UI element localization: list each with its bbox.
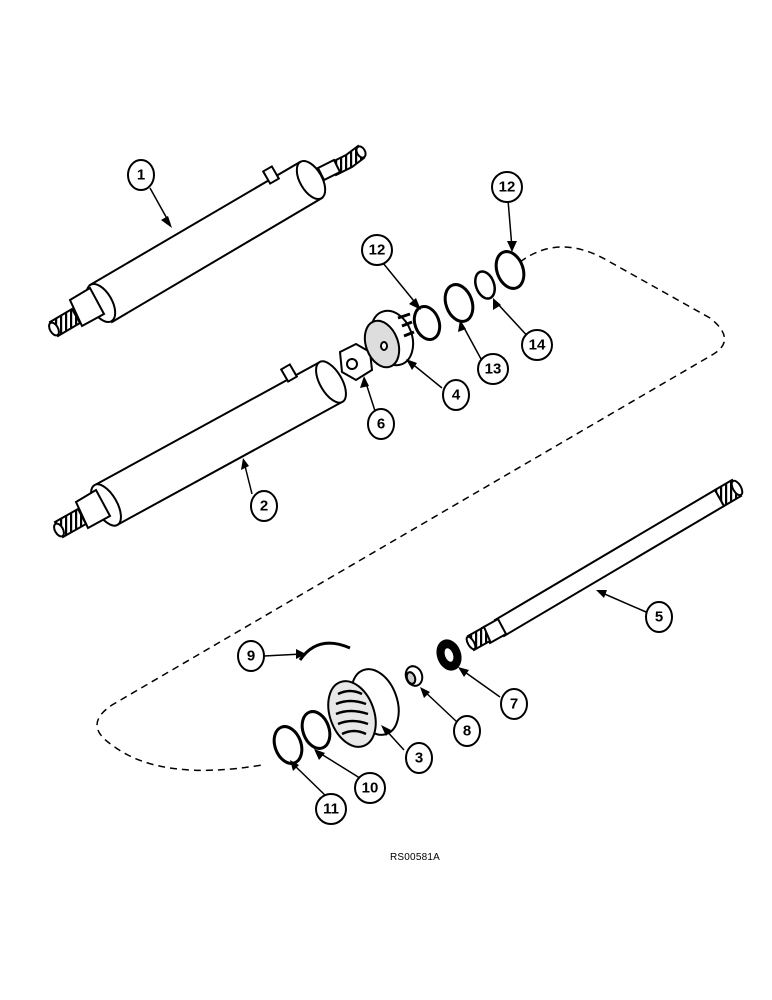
figure-reference-code: RS00581A [390,852,440,863]
callout-13: 13 [477,353,509,385]
svg-text:13: 13 [485,361,502,378]
snap-ring-part-9 [298,641,351,661]
callout-7: 7 [500,688,528,720]
callout-10: 10 [354,772,386,804]
component-group-dashed-outline [96,246,726,772]
svg-text:3: 3 [415,750,423,767]
svg-text:5: 5 [655,609,663,626]
svg-text:10: 10 [362,780,379,797]
svg-text:1: 1 [137,167,145,184]
callout-9: 9 [237,640,265,672]
seal-ring-part-13 [443,283,475,323]
svg-text:9: 9 [247,648,255,665]
bushing-part-8 [404,665,424,687]
leader-arrowheads [161,216,607,771]
callout-8: 8 [453,715,481,747]
seal-ring-part-14 [474,270,496,300]
wiper-seal-part-7 [436,639,462,671]
callout-5: 5 [645,601,673,633]
callout-11: 11 [315,793,347,825]
svg-text:6: 6 [377,416,385,433]
callout-4: 4 [442,379,470,411]
svg-text:2: 2 [260,498,268,515]
gland-part-3 [327,668,400,748]
hex-nut-part-6 [338,342,374,382]
callout-2: 2 [250,490,278,522]
callout-3: 3 [405,742,433,774]
svg-text:11: 11 [323,801,339,818]
piston-rod-part-5 [465,478,744,652]
callout-12-upper-right: 12 [491,171,523,203]
seal-ring-part-12-upper-right [494,250,526,290]
svg-text:14: 14 [529,337,546,354]
cylinder-barrel-part-2 [53,360,347,539]
svg-text:4: 4 [452,387,461,404]
callout-14: 14 [521,329,553,361]
seal-ring-part-12-upper-left [412,305,442,341]
callout-6: 6 [367,408,395,440]
cylinder-assembly-part-1 [48,144,367,338]
callout-12-upper-left: 12 [361,234,393,266]
svg-text:12: 12 [499,179,516,196]
svg-text:8: 8 [463,723,471,740]
seal-ring-part-10 [300,710,332,750]
piston-part-4 [363,309,415,369]
callout-1: 1 [127,159,155,191]
svg-text:7: 7 [510,696,518,713]
svg-text:12: 12 [369,242,386,259]
